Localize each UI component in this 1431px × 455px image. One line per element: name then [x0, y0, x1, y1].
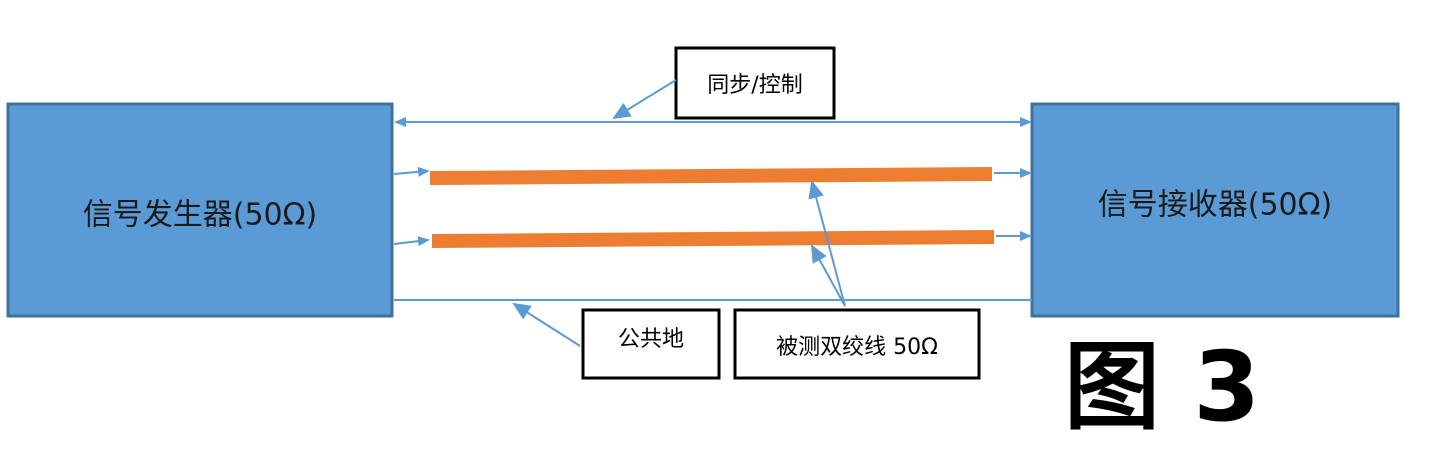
cable-callout-label: 被测双绞线 50Ω — [776, 335, 938, 360]
cable-conductor-bottom — [431, 230, 995, 248]
sync-control-callout-label: 同步/控制 — [707, 73, 802, 98]
cable-callout-arrow-bottom — [811, 244, 846, 307]
input-arrow-bottom — [393, 236, 430, 247]
cable-callout-box — [733, 308, 981, 380]
common-ground-callout-box — [581, 308, 721, 380]
sync-control-callout-arrow — [612, 79, 677, 120]
signal-generator-block — [6, 102, 394, 318]
common-ground-callout-label: 公共地 — [618, 327, 684, 352]
signal-receiver-label: 信号接收器(50Ω) — [1098, 188, 1333, 223]
signal-generator-label: 信号发生器(50Ω) — [83, 198, 318, 233]
signal-receiver-block — [1030, 102, 1400, 318]
figure-label: 图 3 — [1064, 331, 1260, 443]
sync-control-callout-box — [674, 46, 836, 120]
cable-conductor-top — [429, 167, 993, 185]
common-ground-callout-arrow — [512, 302, 581, 347]
cable-callout-arrow-top — [808, 180, 846, 307]
input-arrow-top — [393, 166, 430, 177]
